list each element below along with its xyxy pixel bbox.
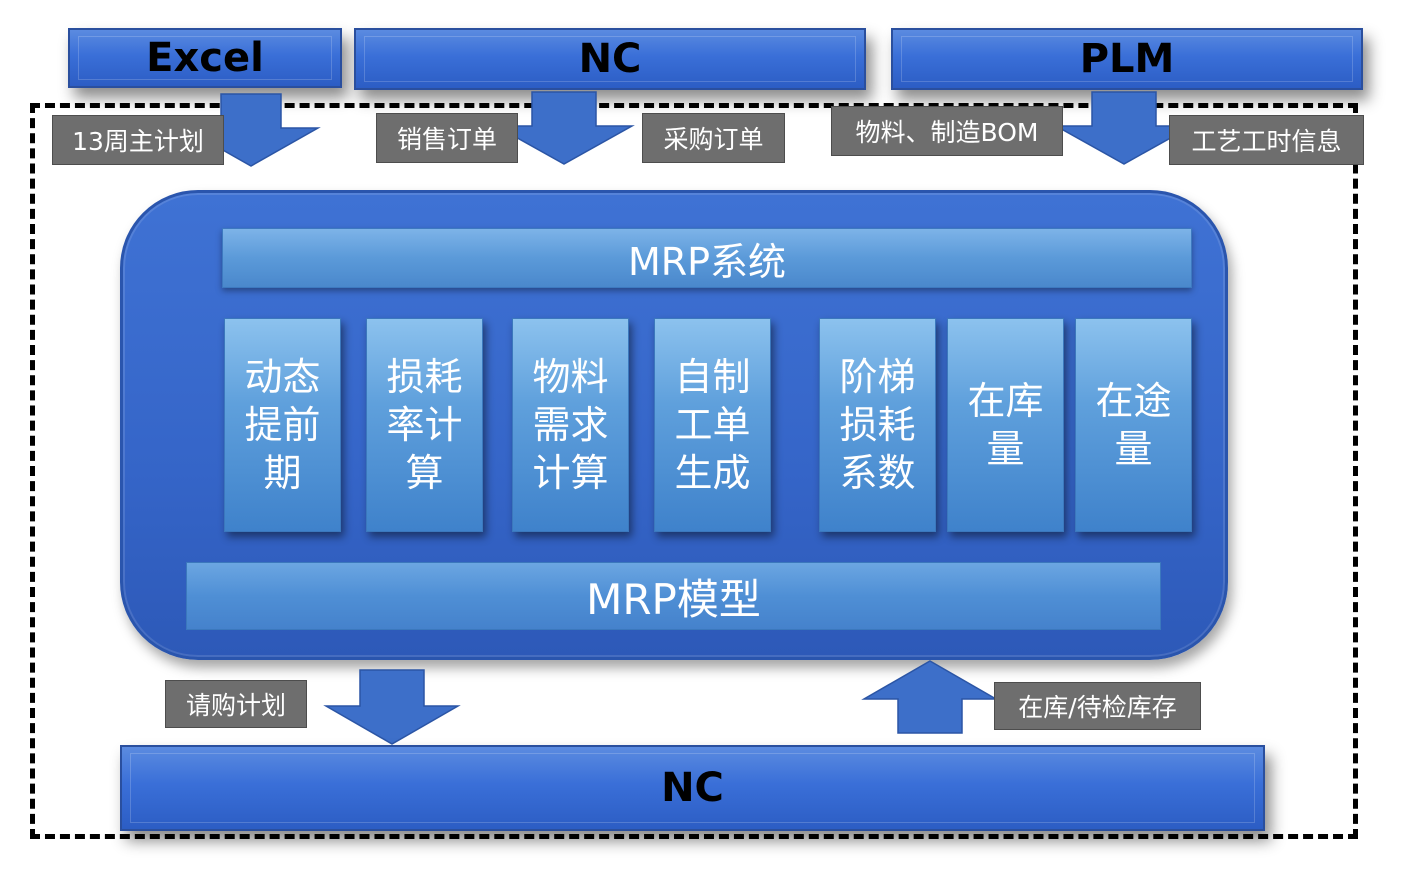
- label-purchase-plan-text: 请购计划: [185, 691, 286, 720]
- module-label: 损耗率计算: [386, 355, 463, 495]
- module-label: 阶梯损耗系数: [839, 355, 916, 495]
- source-nc-label: NC: [578, 36, 642, 82]
- mrp-system-title: MRP系统: [222, 228, 1192, 288]
- module-dynamic-lead-time: 动态提前期: [224, 318, 341, 532]
- source-excel: Excel: [68, 28, 342, 88]
- module-in-transit-qty: 在途量: [1075, 318, 1192, 532]
- mrp-model-title: MRP模型: [586, 574, 761, 624]
- source-nc: NC: [354, 28, 866, 90]
- mrp-system-title-text: MRP系统: [627, 239, 787, 284]
- label-process-hours: 工艺工时信息: [1169, 115, 1364, 165]
- label-inventory-text: 在库/待检库存: [1018, 693, 1177, 722]
- label-sales-order: 销售订单: [376, 113, 518, 163]
- mrp-model-bar: MRP模型: [186, 562, 1161, 630]
- label-sales-order-text: 销售订单: [396, 125, 497, 154]
- down-arrow-icon: [493, 91, 635, 165]
- module-work-order-generation: 自制工单生成: [654, 318, 771, 532]
- label-purchase-order-text: 采购订单: [663, 125, 764, 154]
- label-material-bom: 物料、制造BOM: [831, 106, 1063, 156]
- module-material-demand-calc: 物料需求计算: [512, 318, 629, 532]
- module-label: 在途量: [1095, 379, 1172, 471]
- module-loss-rate-calc: 损耗率计算: [366, 318, 483, 532]
- module-label: 物料需求计算: [532, 355, 609, 495]
- source-plm: PLM: [891, 28, 1363, 90]
- label-process-hours-text: 工艺工时信息: [1191, 127, 1342, 156]
- label-13week-plan-text: 13周主计划: [72, 127, 204, 156]
- module-label: 自制工单生成: [674, 355, 751, 495]
- module-tiered-loss-coefficient: 阶梯损耗系数: [819, 318, 936, 532]
- module-label: 在库量: [967, 379, 1044, 471]
- module-on-hand-qty: 在库量: [947, 318, 1064, 532]
- label-material-bom-text: 物料、制造BOM: [855, 118, 1039, 147]
- target-nc-label: NC: [661, 765, 724, 811]
- source-plm-label: PLM: [1079, 36, 1175, 82]
- module-label: 动态提前期: [244, 355, 321, 495]
- label-purchase-order: 采购订单: [642, 113, 785, 163]
- down-arrow-icon: [323, 669, 461, 745]
- label-13week-plan: 13周主计划: [52, 115, 224, 165]
- source-excel-label: Excel: [146, 35, 264, 81]
- down-arrow-icon: [1053, 91, 1195, 165]
- label-inventory: 在库/待检库存: [994, 682, 1201, 730]
- target-nc: NC: [120, 745, 1265, 831]
- up-arrow-icon: [861, 660, 999, 734]
- label-purchase-plan: 请购计划: [165, 680, 307, 728]
- system-boundary: [30, 103, 1358, 839]
